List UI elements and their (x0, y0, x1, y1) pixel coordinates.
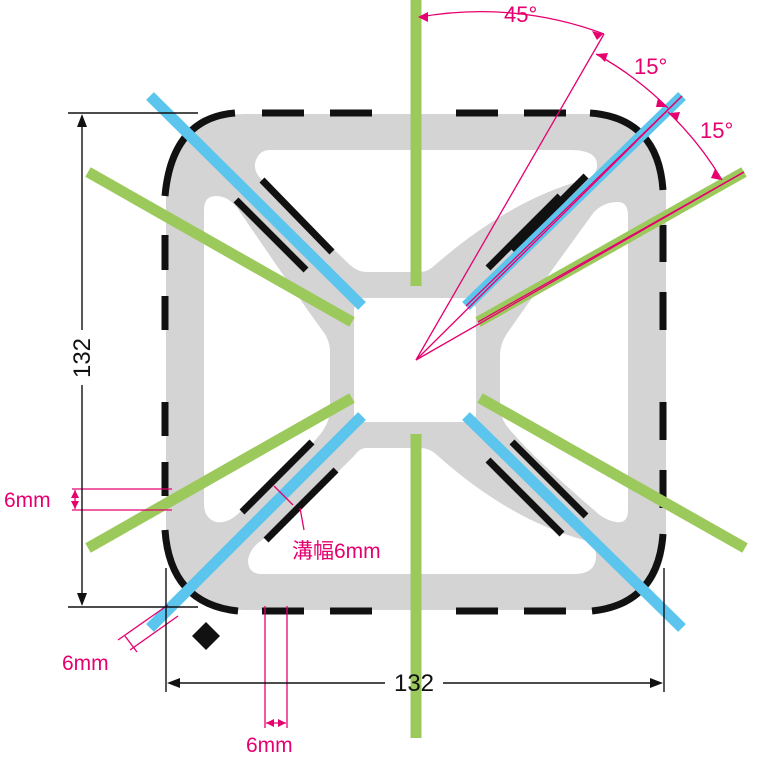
slot-diagonal (239, 439, 315, 515)
arrowhead (266, 719, 274, 727)
width-label-132: 132 (394, 670, 434, 697)
arrowhead (278, 719, 286, 727)
orientation-marker-diamond-icon (192, 622, 220, 650)
blue-center-line (465, 95, 683, 307)
angle-ray-45 (415, 33, 605, 361)
slot-diagonal (509, 439, 589, 519)
arrowhead (711, 169, 721, 180)
angle-label-15-lower: 15° (700, 118, 733, 143)
ext-line (117, 604, 169, 641)
slot-diagonal (485, 193, 563, 271)
arrowhead (592, 31, 603, 40)
width-label-6mm-diagonal: 6mm (62, 652, 109, 675)
arrowhead (656, 98, 667, 107)
arrowhead (167, 678, 180, 688)
green-line-lower-right (477, 393, 748, 553)
angle-arc-45 (419, 11, 605, 35)
arrowhead (597, 53, 608, 62)
arrowhead (418, 12, 428, 22)
slot-diagonal (233, 197, 309, 273)
slot-diagonal (509, 173, 589, 253)
groove-width-label: 溝幅6mm (292, 540, 381, 563)
green-line-lower-left (85, 393, 355, 553)
arrowhead (77, 114, 87, 127)
slot-diagonal (259, 177, 335, 255)
arrowhead (71, 490, 79, 498)
slot-diagonal (485, 457, 565, 537)
groove-width-bar (273, 485, 294, 506)
arrowhead (77, 593, 87, 606)
arrowhead (670, 112, 680, 121)
angle-arc-15-b (667, 111, 723, 181)
width-label-6mm-left: 6mm (4, 489, 51, 512)
width-annotations (72, 485, 305, 728)
angle-arrowheads (418, 12, 721, 180)
width-label-6mm-bottom: 6mm (246, 734, 293, 757)
green-center-line (477, 171, 745, 323)
angle-label-15-upper: 15° (634, 54, 667, 79)
blue-line-upper-left (146, 92, 366, 310)
angle-label-45: 45° (504, 2, 537, 27)
slot-diagonal (263, 467, 339, 543)
blue-line-lower-right (462, 412, 686, 632)
width-arrowheads (71, 490, 286, 727)
green-line-upper-left (85, 167, 355, 327)
dimension-lines (68, 112, 665, 692)
blue-line-lower-left (146, 412, 366, 632)
ext-line (129, 615, 179, 651)
angle-annotations (415, 11, 745, 361)
dim-line-6mm-diag (124, 635, 138, 653)
groove-leader (299, 507, 305, 531)
height-label-132: 132 (69, 338, 96, 378)
arrowhead (71, 501, 79, 509)
dimension-arrowheads (77, 114, 663, 688)
arrowhead (650, 678, 663, 688)
